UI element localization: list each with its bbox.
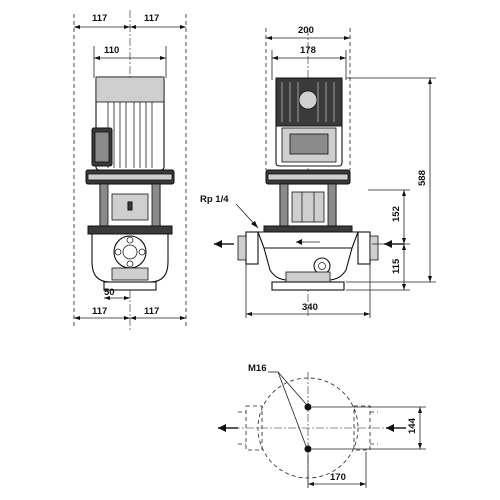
base-bolt-spacing-dim: 144 (407, 417, 418, 434)
front-view: 117 117 110 (73, 10, 187, 330)
side-view: 200 178 (200, 25, 436, 318)
side-overall-width-dim: 200 (298, 25, 314, 36)
bolt-size-label: M16 (248, 363, 266, 374)
base-length-dim: 170 (330, 472, 346, 483)
side-upper-height-dim: 152 (391, 206, 402, 222)
side-motor-width-dim: 178 (300, 45, 316, 56)
base-view: M16 144 170 (218, 363, 426, 488)
front-offset-dim: 50 (104, 287, 115, 298)
pressure-port-label: Rp 1/4 (200, 194, 229, 205)
front-bottom-right-dim: 117 (144, 306, 159, 317)
side-pipe-height-dim: 115 (391, 258, 402, 274)
front-bottom-left-dim: 117 (92, 306, 107, 317)
side-port-to-port-dim: 340 (302, 302, 318, 313)
front-top-left-dim: 117 (92, 13, 107, 24)
front-top-right-dim: 117 (144, 13, 159, 24)
side-total-height-dim: 588 (417, 170, 428, 186)
front-motor-width-dim: 110 (104, 45, 119, 56)
